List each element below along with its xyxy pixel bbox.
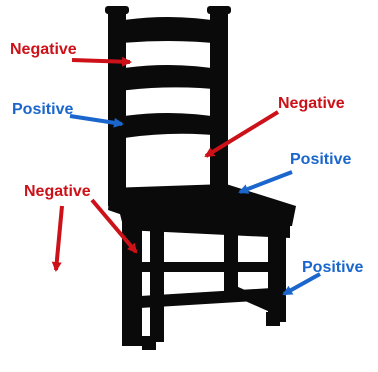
label-pos-seat-right: Positive: [290, 151, 351, 168]
arrow-neg-lower-down: [56, 206, 62, 270]
chair-front-right-foot: [266, 312, 280, 326]
label-pos-mid-left: Positive: [12, 101, 73, 118]
chair-right-post-cap: [207, 6, 231, 14]
chair-lower-slat: [112, 113, 224, 140]
arrow-pos-seat-right: [240, 172, 292, 192]
label-neg-lower-left: Negative: [24, 183, 91, 200]
chair-front-left-foot: [142, 336, 156, 350]
chair-middle-slat: [112, 65, 224, 92]
chair-silhouette: [105, 6, 296, 350]
chair-stretcher-front-upper: [138, 262, 270, 272]
chair-left-post-cap: [105, 6, 129, 14]
arrow-neg-top-left: [72, 60, 130, 62]
chair-back-left-leg: [150, 226, 164, 342]
label-neg-top-left: Negative: [10, 41, 77, 58]
chair-back-right-leg: [224, 214, 238, 296]
label-neg-mid-right: Negative: [278, 95, 345, 112]
label-pos-lower-right: Positive: [302, 259, 363, 276]
chair-top-slat: [112, 17, 224, 44]
arrow-pos-lower-right: [284, 274, 320, 294]
